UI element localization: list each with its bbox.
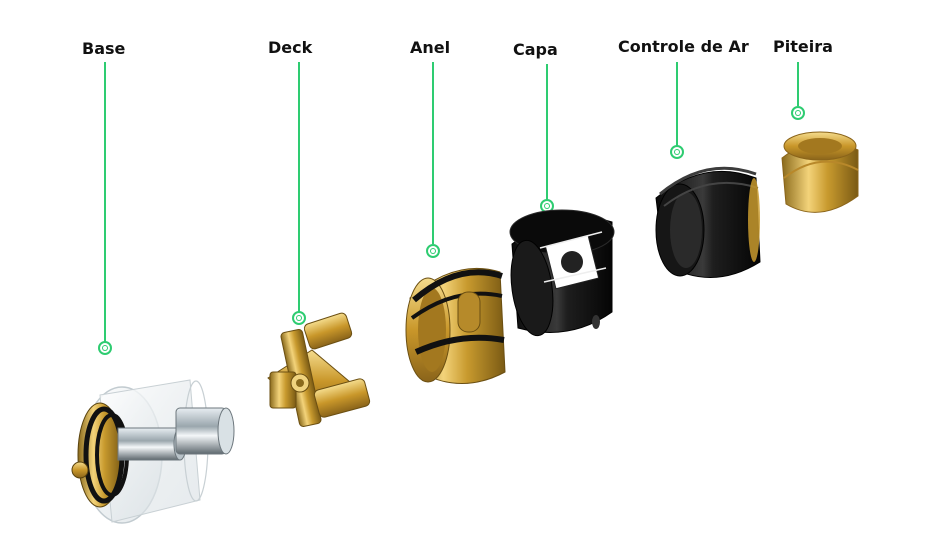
label-base: Base bbox=[82, 39, 126, 58]
drip-tip-icon bbox=[781, 131, 859, 213]
leader-dot-deck bbox=[292, 311, 306, 325]
label-capa: Capa bbox=[513, 40, 558, 59]
ring-icon bbox=[405, 267, 506, 384]
leader-line-anel bbox=[432, 62, 434, 244]
leader-dot-capa bbox=[540, 199, 554, 213]
leader-dot-controle bbox=[670, 145, 684, 159]
deck-icon bbox=[267, 312, 371, 427]
label-controle-de-ar: Controle de Ar bbox=[618, 37, 749, 56]
label-piteira: Piteira bbox=[773, 37, 833, 56]
leader-line-controle bbox=[676, 62, 678, 146]
leader-line-deck bbox=[298, 62, 300, 312]
leader-line-capa bbox=[546, 64, 548, 200]
airflow-control-icon bbox=[655, 166, 761, 278]
leader-dot-piteira bbox=[791, 106, 805, 120]
leader-dot-base bbox=[98, 341, 112, 355]
leader-line-base bbox=[104, 62, 106, 342]
label-deck: Deck bbox=[268, 38, 313, 57]
cap-icon bbox=[509, 209, 615, 337]
base-assembly-icon bbox=[71, 379, 235, 524]
leader-line-piteira bbox=[797, 62, 799, 106]
leader-dot-anel bbox=[426, 244, 440, 258]
label-anel: Anel bbox=[410, 38, 451, 57]
